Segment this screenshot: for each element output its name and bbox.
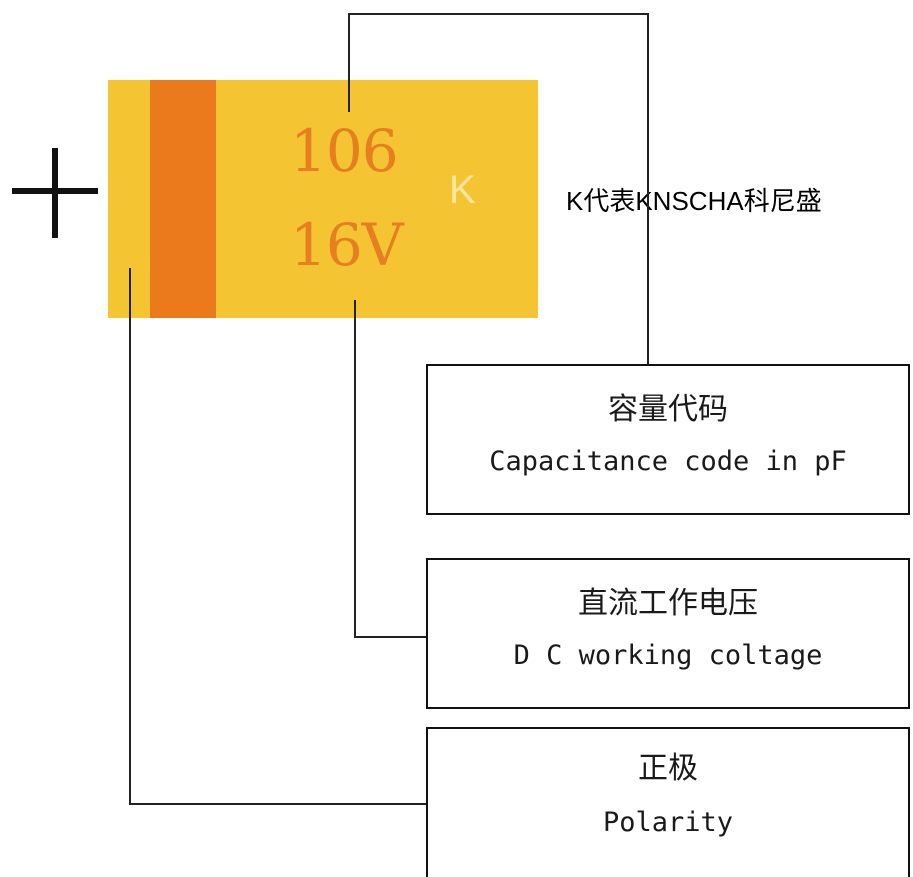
plus-icon-vertical-bar [52,148,58,238]
voltage-label-box: 直流工作电压 D C working coltage [426,558,910,709]
capacitance-label-box: 容量代码 Capacitance code in pF [426,364,910,515]
voltage-marking: 16V [290,211,404,279]
polarity-label-cn: 正极 [638,751,698,786]
voltage-label-cn: 直流工作电压 [578,586,758,621]
plus-icon [12,148,98,238]
capacitance-label-en: Capacitance code in pF [489,446,847,477]
voltage-leader-line [354,300,426,638]
polarity-leader-line [129,268,426,805]
capacitance-label-cn: 容量代码 [608,392,728,427]
brand-letter-marking: K [449,168,476,212]
voltage-label-en: D C working coltage [513,640,823,671]
polarity-label-box: 正极 Polarity [426,727,910,877]
polarity-stripe [150,80,216,318]
brand-note: K代表KNSCHA科尼盛 [566,186,822,216]
polarity-label-en: Polarity [602,807,734,838]
capacitance-code-marking: 106 [290,117,399,185]
